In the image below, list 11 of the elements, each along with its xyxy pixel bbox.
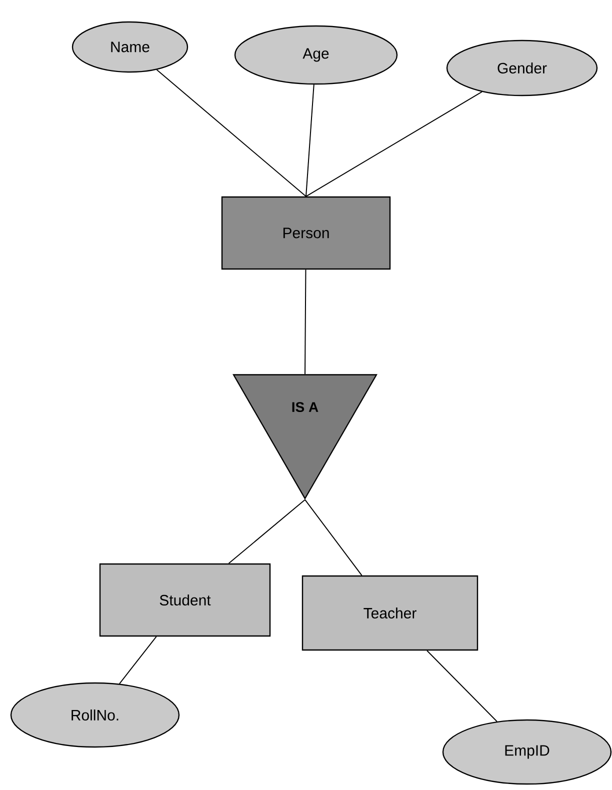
connector-line	[304, 499, 362, 576]
connector-line	[118, 636, 157, 684]
entity-box: Person	[221, 196, 391, 270]
connector-line	[306, 84, 314, 197]
connector-line	[156, 69, 306, 197]
entity-box: Teacher	[302, 575, 478, 651]
entity-box: Student	[99, 563, 271, 637]
connector-line	[426, 650, 498, 722]
connector-line	[306, 91, 482, 197]
connector-line	[228, 499, 306, 564]
connector-line	[304, 269, 306, 375]
